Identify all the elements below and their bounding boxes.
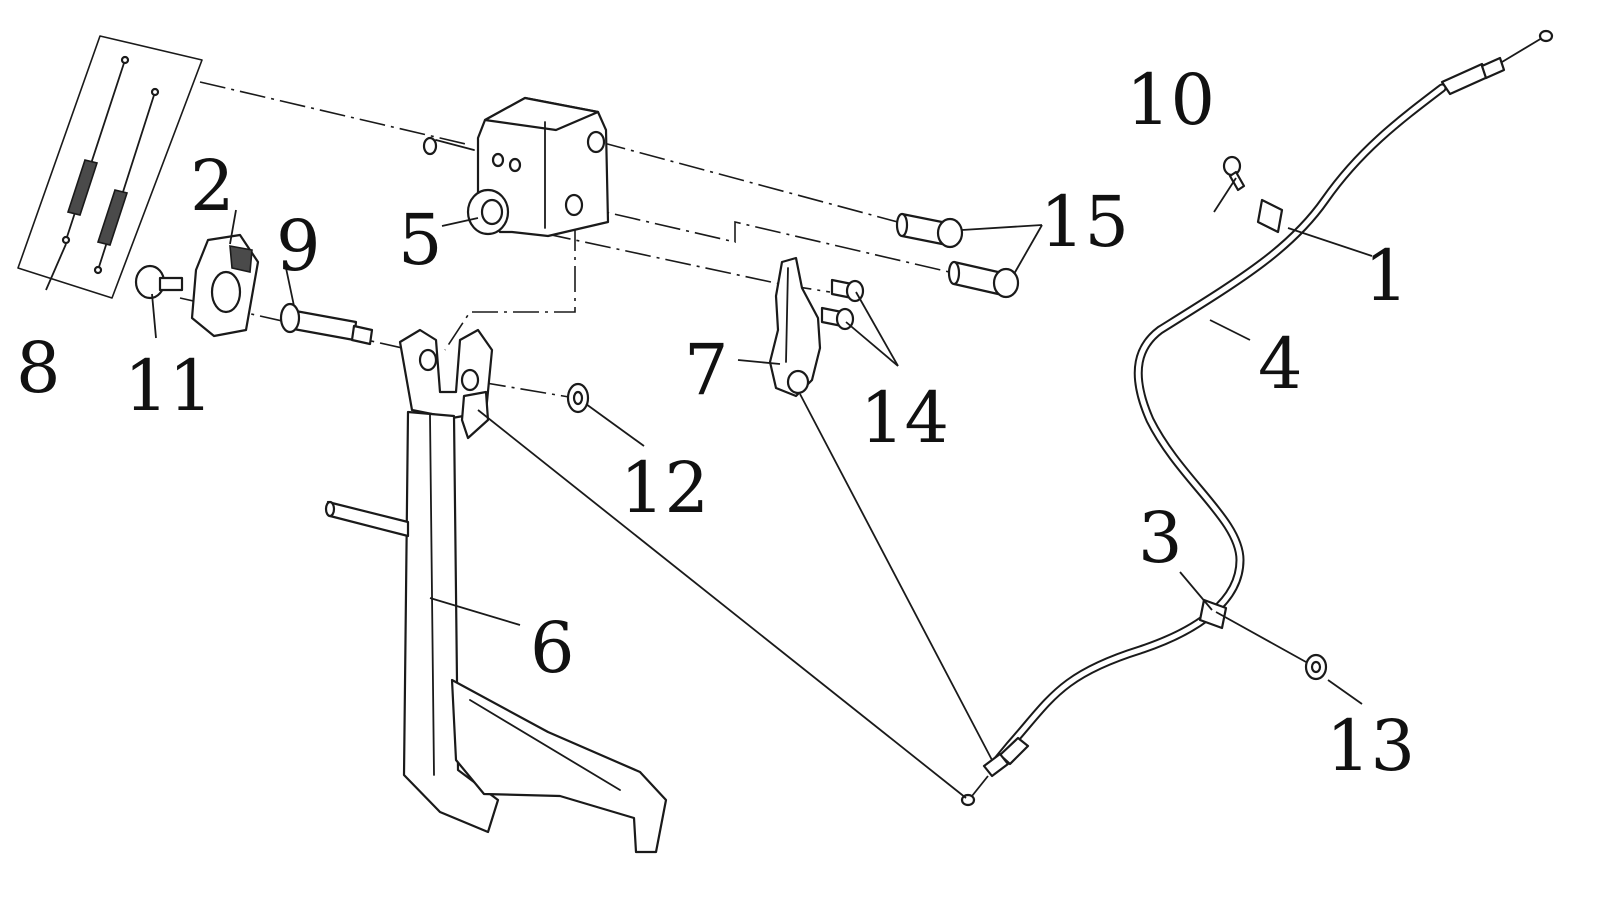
callout-4: 4 [1258,323,1303,405]
callout-12: 12 [620,447,709,529]
return-wires [477,393,993,799]
cable-arm [768,256,822,398]
callout-7: 7 [684,329,729,411]
callout-2: 2 [190,145,235,227]
flange-bolt [134,264,184,300]
callouts: 1 2 3 4 5 6 7 8 9 10 11 12 13 14 15 [16,59,1415,787]
stand-cable [960,29,1554,807]
lower-clamp [1198,598,1328,681]
upper-clamp [1222,155,1284,234]
callout-1: 1 [1364,235,1409,317]
callout-11: 11 [124,345,213,427]
callout-5: 5 [398,199,443,281]
leader-lines [45,177,1373,705]
callout-8: 8 [16,327,61,409]
callout-6: 6 [530,607,575,689]
side-stand [324,328,668,854]
spring-kit-inset [17,35,203,299]
callout-10: 10 [1126,59,1215,141]
small-bolts [820,278,865,331]
callout-9: 9 [276,205,321,287]
callout-13: 13 [1326,705,1415,787]
callout-15: 15 [1040,181,1129,263]
mounting-bracket [422,96,610,238]
callout-14: 14 [860,377,949,459]
long-bolts [895,212,1020,299]
callout-3: 3 [1138,497,1183,579]
stand-nut [566,382,590,414]
pivot-pin [279,302,374,346]
pivot-collar [190,233,260,338]
